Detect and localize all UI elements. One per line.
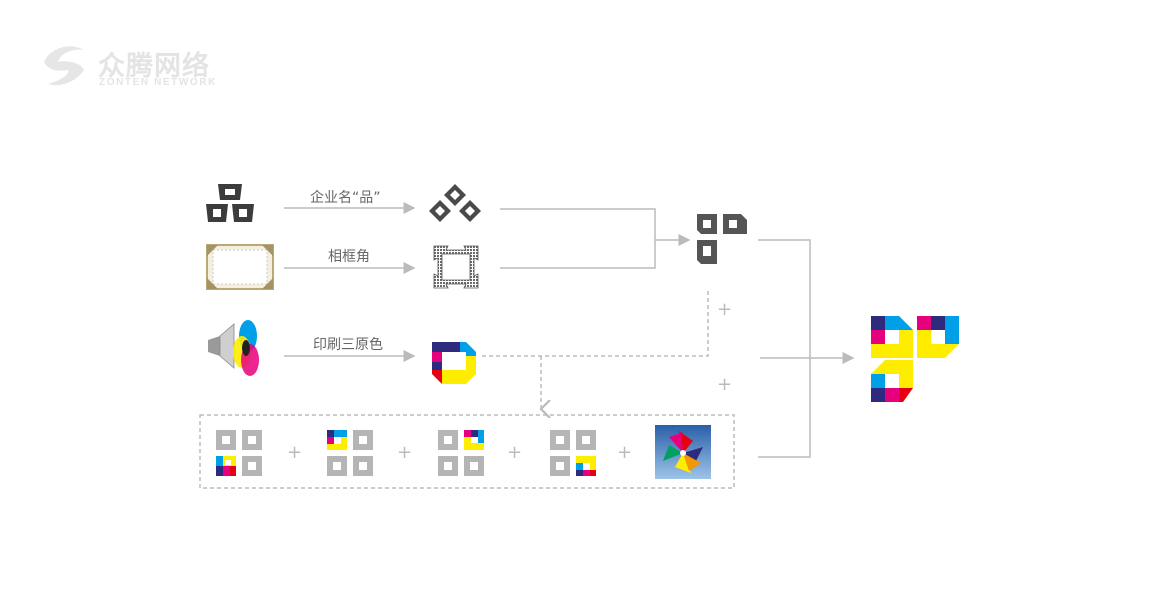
plus-sign: + [397, 442, 413, 463]
brand-name-en: ZONTEN NETWORK [99, 77, 217, 88]
brand-name-cn: 众腾网络 [98, 51, 210, 82]
photo-frame-icon [206, 244, 274, 290]
diamond-cluster-icon [429, 184, 481, 222]
pin-character-icon [206, 184, 254, 222]
plus-sign: + [717, 374, 733, 395]
dashed-path-up [482, 288, 709, 357]
step-label-cmy: 印刷三原色 [313, 337, 383, 353]
plus-sign: + [617, 442, 633, 463]
step-label-pin: 企业名“品” [310, 190, 381, 206]
variant-logo-2-icon [327, 430, 373, 476]
gray-merged-shape-icon [697, 214, 747, 264]
final-bracket [758, 239, 811, 458]
final-logo-icon [871, 316, 959, 402]
cmy-speaker-icon [208, 320, 259, 376]
merge-bracket [500, 208, 656, 269]
pinwheel-photo-icon [655, 425, 711, 479]
variant-logo-3-icon [438, 430, 484, 476]
brand-swirl-icon [44, 46, 84, 86]
plus-sign: + [287, 442, 303, 463]
color-frame-icon [432, 342, 476, 384]
variants-box [199, 414, 735, 489]
brand-logo [40, 40, 270, 92]
step-label-frame: 相框角 [328, 249, 370, 265]
plus-sign: + [507, 442, 523, 463]
frame-corner-icon [433, 245, 479, 289]
variant-logo-4-icon [550, 430, 596, 476]
variant-logo-1-icon [216, 430, 262, 476]
plus-sign: + [717, 299, 733, 320]
